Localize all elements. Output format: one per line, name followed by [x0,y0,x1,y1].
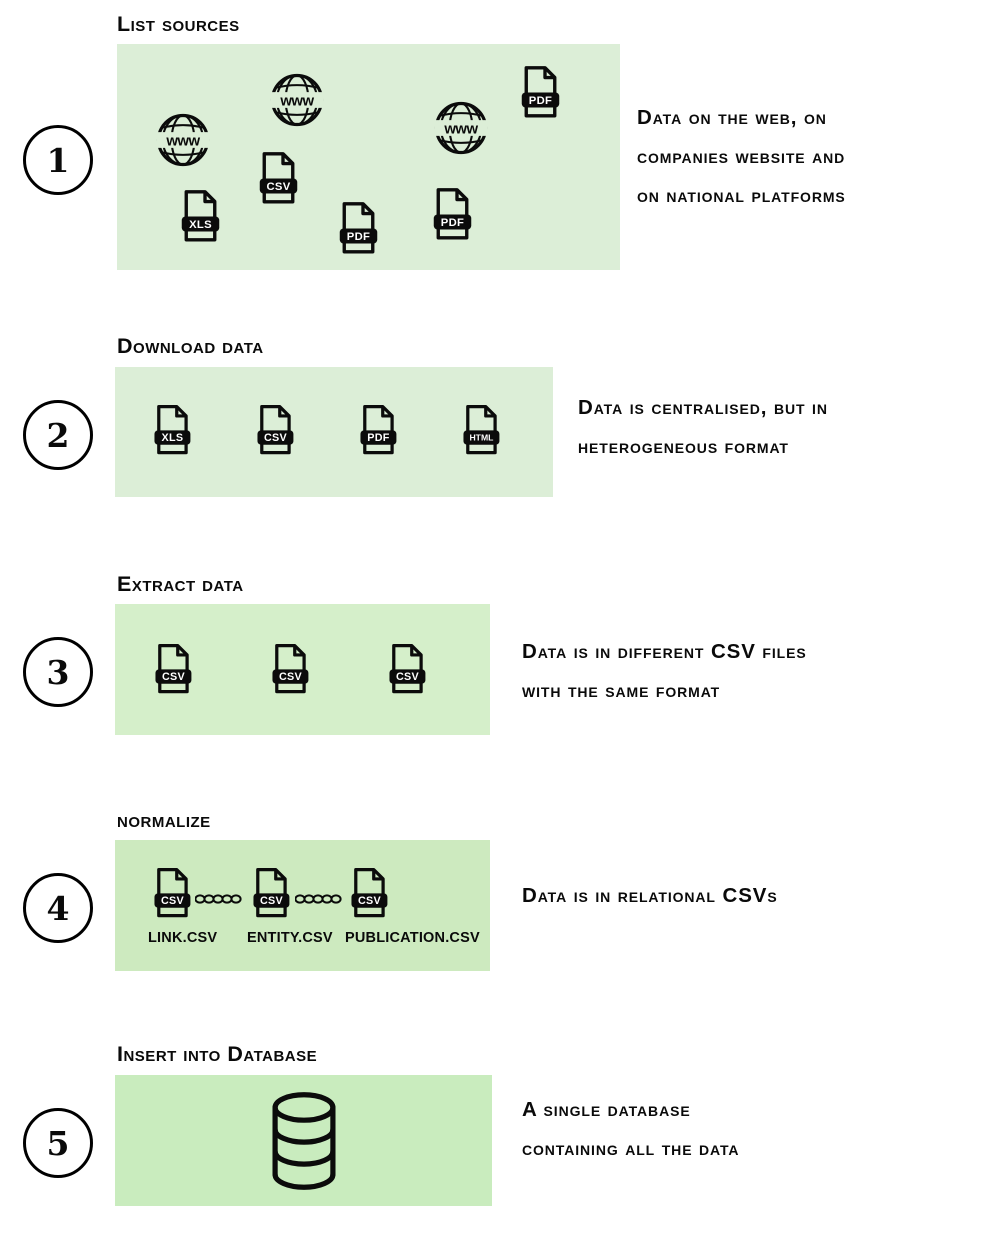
file-type-label: XLS [189,219,212,231]
file-xls-icon: XLS [154,404,191,455]
file-type-label: XLS [162,432,184,444]
description-line: Data is centralised, but in [578,396,828,419]
step-number: 5 [46,1123,70,1163]
step-number: 3 [46,652,70,692]
description-line: A single database [522,1098,691,1121]
file-csv-icon: CSV [155,643,192,694]
description-line: with the same format [522,679,721,702]
step-1-description: Data on the web, on companies website an… [637,98,846,215]
file-csv-icon: CSV [259,152,298,204]
step-4-description: Data is in relational CSVs [522,876,778,915]
file-type-label: PDF [529,95,552,107]
description-line: on national platforms [637,184,846,207]
file-type-label: PDF [347,231,370,243]
chain-link-icon [295,894,342,904]
file-csv-icon: CSV [154,867,191,918]
step-number: 1 [46,140,70,180]
file-type-label: CSV [264,432,288,444]
step-number: 2 [46,415,70,455]
step-2-description: Data is centralised, but in heterogeneou… [578,388,828,466]
step-number: 4 [46,888,70,928]
description-line: Data on the web, on [637,106,827,129]
file-name-label: PUBLICATION.CSV [345,930,480,946]
step-2-title: Download data [117,334,264,358]
file-type-label: CSV [260,895,284,907]
file-pdf-icon: PDF [433,188,472,240]
file-type-label: CSV [396,671,420,683]
file-csv-icon: CSV [253,867,290,918]
description-line: Data is in different CSV files [522,640,807,663]
file-type-label: CSV [358,895,382,907]
file-csv-icon: CSV [257,404,294,455]
globe-www-icon: www [270,73,324,127]
step-5-box [115,1075,492,1206]
step-3-title: Extract data [117,572,244,596]
step-3-number-circle: 3 [23,637,93,707]
file-pdf-icon: PDF [360,404,397,455]
globe-www-label: www [279,93,314,109]
step-1-title: List sources [117,12,240,36]
file-csv-icon: CSV [351,867,388,918]
step-1-box: www www www [117,44,620,270]
file-type-label: HTML [469,432,493,442]
step-2-number-circle: 2 [23,400,93,470]
file-name-label: LINK.CSV [148,930,218,946]
database-icon [271,1091,336,1190]
globe-www-icon: www [156,113,210,167]
description-line: containing all the data [522,1137,740,1160]
file-type-label: PDF [367,432,390,444]
globe-www-label: www [443,121,478,137]
step-5-number-circle: 5 [23,1108,93,1178]
step-3-description: Data is in different CSV files with the … [522,632,807,710]
step-4-title: normalize [117,808,211,832]
file-type-label: CSV [279,671,303,683]
step-1-number-circle: 1 [23,125,93,195]
file-type-label: CSV [161,895,185,907]
file-type-label: PDF [441,217,464,229]
step-3-box: CSV CSV CSV [115,604,490,735]
step-4-box: CSV CSV [115,840,490,971]
file-html-icon: HTML [463,404,500,455]
globe-www-label: www [165,133,200,149]
description-line: heterogeneous format [578,435,789,458]
globe-www-icon: www [434,101,488,155]
file-xls-icon: XLS [181,190,220,242]
file-pdf-icon: PDF [521,66,560,118]
step-5-description: A single database containing all the dat… [522,1090,739,1168]
file-csv-icon: CSV [389,643,426,694]
database-icon-wrapper [115,1075,492,1206]
step-4-number-circle: 4 [23,873,93,943]
file-pdf-icon: PDF [339,202,378,254]
step-2-box: XLS CSV PDF HTML [115,367,553,497]
file-csv-icon: CSV [272,643,309,694]
description-line: Data is in relational CSVs [522,884,778,907]
file-type-label: CSV [266,181,290,193]
step-5-title: Insert into Database [117,1042,318,1066]
file-name-label: ENTITY.CSV [247,930,333,946]
chain-link-icon [195,894,242,904]
file-type-label: CSV [162,671,186,683]
description-line: companies website and [637,145,846,168]
